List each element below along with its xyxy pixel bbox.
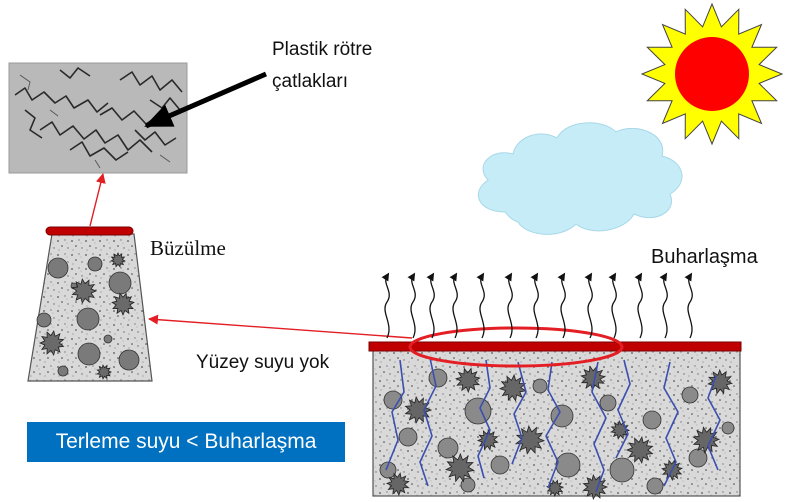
vapor-arrow-icon	[449, 272, 458, 339]
round-aggregate	[642, 410, 662, 430]
vapor-arrow-icon	[476, 272, 485, 339]
vapor-arrow-icon	[584, 272, 593, 339]
vapor-arrow-icon	[381, 272, 390, 339]
round-aggregate	[681, 386, 699, 404]
bleed-water-channel	[591, 361, 607, 493]
round-aggregate	[599, 394, 617, 412]
bleeding-vs-evaporation-banner: Terleme suyu < Buharlaşma	[27, 422, 345, 462]
round-aggregate	[379, 461, 397, 479]
angular-aggregate	[385, 472, 410, 497]
angular-aggregate	[71, 278, 98, 304]
plastic-shrinkage-cracks-label: Plastik rötre çatlakları	[272, 34, 372, 98]
round-aggregate	[428, 368, 448, 388]
angular-aggregate	[455, 367, 481, 394]
angular-aggregate	[404, 396, 433, 424]
angular-aggregate	[111, 292, 135, 317]
angular-aggregate	[38, 330, 65, 356]
no-surface-water-label: Yüzey suyu yok	[196, 352, 330, 373]
bleed-water-channel	[511, 361, 527, 465]
round-aggregate	[555, 452, 581, 478]
concrete-specimen-icon	[27, 226, 153, 382]
angular-aggregate	[546, 479, 564, 498]
cracks-label-line1: Plastik rötre	[272, 39, 373, 60]
round-aggregate	[721, 421, 735, 435]
concrete-slab	[368, 341, 742, 500]
round-aggregate	[464, 397, 492, 425]
bleed-water-channel	[707, 375, 721, 471]
cracks-label-line2: çatlakları	[272, 71, 349, 92]
cloud-icon	[477, 122, 683, 235]
shrinkage-label: Büzülme	[150, 236, 226, 260]
angular-aggregate	[445, 452, 475, 483]
angular-aggregate	[707, 368, 733, 395]
shrinkage-to-cracks-arrow	[89, 173, 106, 227]
bleed-water-channel	[545, 361, 561, 489]
crack-pointer-arrow	[144, 71, 267, 129]
bleed-water-channel	[477, 359, 491, 479]
surface-highlight-ellipse	[408, 326, 624, 368]
angular-aggregate	[625, 436, 654, 464]
angular-aggregate	[515, 425, 546, 455]
vapor-arrow-icon	[557, 272, 566, 339]
vapor-arrow-icon	[684, 272, 693, 339]
bleed-water-channel	[385, 359, 405, 471]
vapor-arrow-icon	[426, 272, 435, 339]
vapor-arrow-icon	[659, 272, 668, 339]
vapor-arrow-icon	[530, 272, 539, 339]
dried-surface-layer	[368, 341, 742, 352]
round-aggregate	[609, 457, 635, 483]
angular-aggregate	[610, 419, 631, 440]
angular-aggregate	[96, 364, 113, 380]
round-aggregate	[398, 427, 418, 447]
round-aggregate	[490, 455, 510, 475]
angular-aggregate	[580, 365, 606, 392]
surface-to-shrinkage-arrow	[148, 314, 413, 339]
evaporation-arrows	[381, 272, 693, 339]
round-aggregate	[437, 437, 459, 459]
round-aggregate	[646, 477, 664, 495]
bleed-water-channel	[615, 359, 631, 459]
vapor-arrow-icon	[608, 272, 617, 339]
bleed-water-channel	[419, 357, 437, 487]
round-aggregate	[460, 477, 476, 493]
angular-aggregate	[582, 474, 609, 500]
evaporation-label: Buharlaşma	[651, 246, 758, 268]
vapor-arrow-icon	[634, 272, 643, 339]
sun-icon	[640, 2, 784, 146]
angular-aggregate	[110, 251, 126, 268]
round-aggregate	[550, 404, 574, 428]
round-aggregate	[532, 378, 548, 394]
vapor-arrow-icon	[407, 272, 416, 339]
bleed-water-channel	[663, 361, 679, 487]
angular-aggregate	[692, 426, 721, 455]
vapor-arrow-icon	[504, 272, 513, 339]
